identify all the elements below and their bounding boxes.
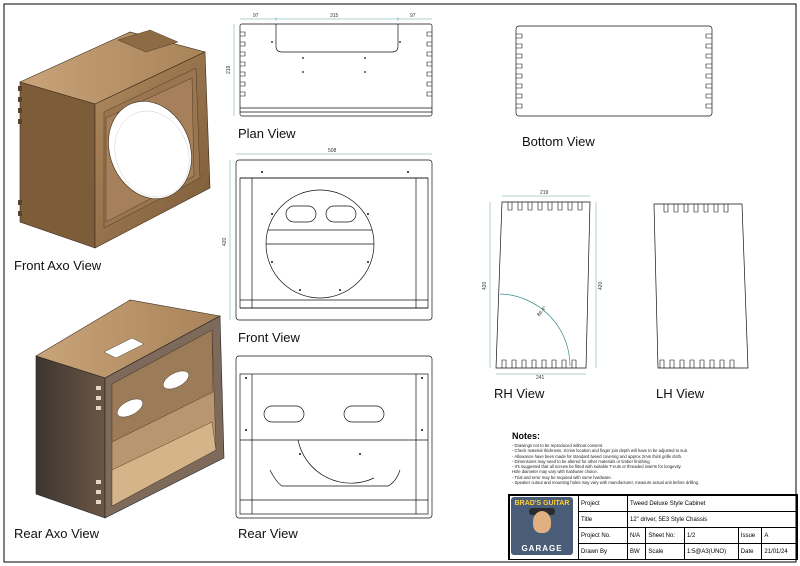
- issue-value: A: [761, 527, 797, 544]
- drawn-by-label: Drawn By: [578, 543, 628, 560]
- front-view-drawing: [229, 153, 433, 321]
- plan-view-drawing: [233, 17, 433, 117]
- plan-view-label: Plan View: [238, 126, 296, 141]
- lh-view-label: LH View: [656, 386, 705, 401]
- sheet-no-label: Sheet No:: [645, 527, 685, 544]
- logo-top-text: BRAD'S GUITAR: [514, 500, 570, 507]
- rh-view-label: RH View: [494, 386, 545, 401]
- project-no-value: N/A: [626, 527, 647, 544]
- front-view-label: Front View: [238, 330, 300, 345]
- dim-plan-mid: 315: [330, 13, 339, 19]
- sheet-border: [3, 3, 797, 563]
- sheet-no-value: 1/2: [683, 527, 739, 544]
- dim-plan-left: 97: [253, 13, 259, 19]
- dim-rh-top: 219: [540, 190, 549, 196]
- dim-front-width: 508: [328, 148, 337, 154]
- project-no-label: Project No.: [578, 527, 628, 544]
- project-label: Project: [578, 495, 628, 512]
- title-value: 12" driver, 5E3 Style Chassis: [627, 511, 797, 528]
- scale-value: 1:5@A3(UNO): [683, 543, 739, 560]
- note-item: - Check material thickness. Screw locati…: [512, 448, 688, 454]
- title-label: Title: [578, 511, 628, 528]
- dim-rh-right: 420: [598, 281, 604, 290]
- scale-label: Scale: [645, 543, 685, 560]
- notes-title: Notes:: [512, 431, 541, 441]
- note-item: - Speaker cutout and mounting holes may …: [512, 480, 700, 486]
- date-label: Date: [737, 543, 763, 560]
- rh-view-drawing: [489, 195, 597, 375]
- dim-plan-right: 97: [410, 13, 416, 19]
- notes-list: - Drawings not to be reproduced without …: [512, 443, 784, 485]
- rear-view-drawing: [235, 355, 433, 519]
- rear-axo-drawing: [35, 299, 225, 519]
- bottom-view-drawing: [515, 25, 713, 117]
- issue-label: Issue: [737, 527, 763, 544]
- rear-view-label: Rear View: [238, 526, 298, 541]
- front-axo-drawing: [18, 29, 211, 249]
- project-value: Tweed Deluxe Style Cabinet: [627, 495, 797, 512]
- lh-view-drawing: [653, 203, 749, 369]
- note-item: - Allowance have been made for standard …: [512, 453, 683, 459]
- dim-front-height: 420: [222, 237, 228, 246]
- brand-logo: BRAD'S GUITAR GARAGE: [511, 497, 573, 555]
- dim-rh-left: 420: [482, 281, 488, 290]
- rear-axo-view-label: Rear Axo View: [14, 526, 100, 541]
- bottom-view-label: Bottom View: [522, 134, 595, 149]
- note-item: - Drawings not to be reproduced without …: [512, 443, 604, 448]
- date-value: 21/01/24: [761, 543, 797, 560]
- logo-face-icon: [533, 511, 551, 533]
- logo-bottom-text: GARAGE: [521, 544, 563, 553]
- drawn-by-value: BW: [626, 543, 647, 560]
- note-item: - Trial and error may be required with s…: [512, 474, 612, 480]
- dim-rh-bottom: 241: [536, 375, 545, 381]
- note-item: Hole diameter may vary with hardware cho…: [512, 469, 598, 475]
- dim-plan-depth: 219: [226, 65, 232, 74]
- front-axo-view-label: Front Axo View: [14, 258, 102, 273]
- note-item: - Dimensions may need to be altered for …: [512, 458, 651, 464]
- note-item: - It's suggested that all screws be fitt…: [512, 464, 682, 470]
